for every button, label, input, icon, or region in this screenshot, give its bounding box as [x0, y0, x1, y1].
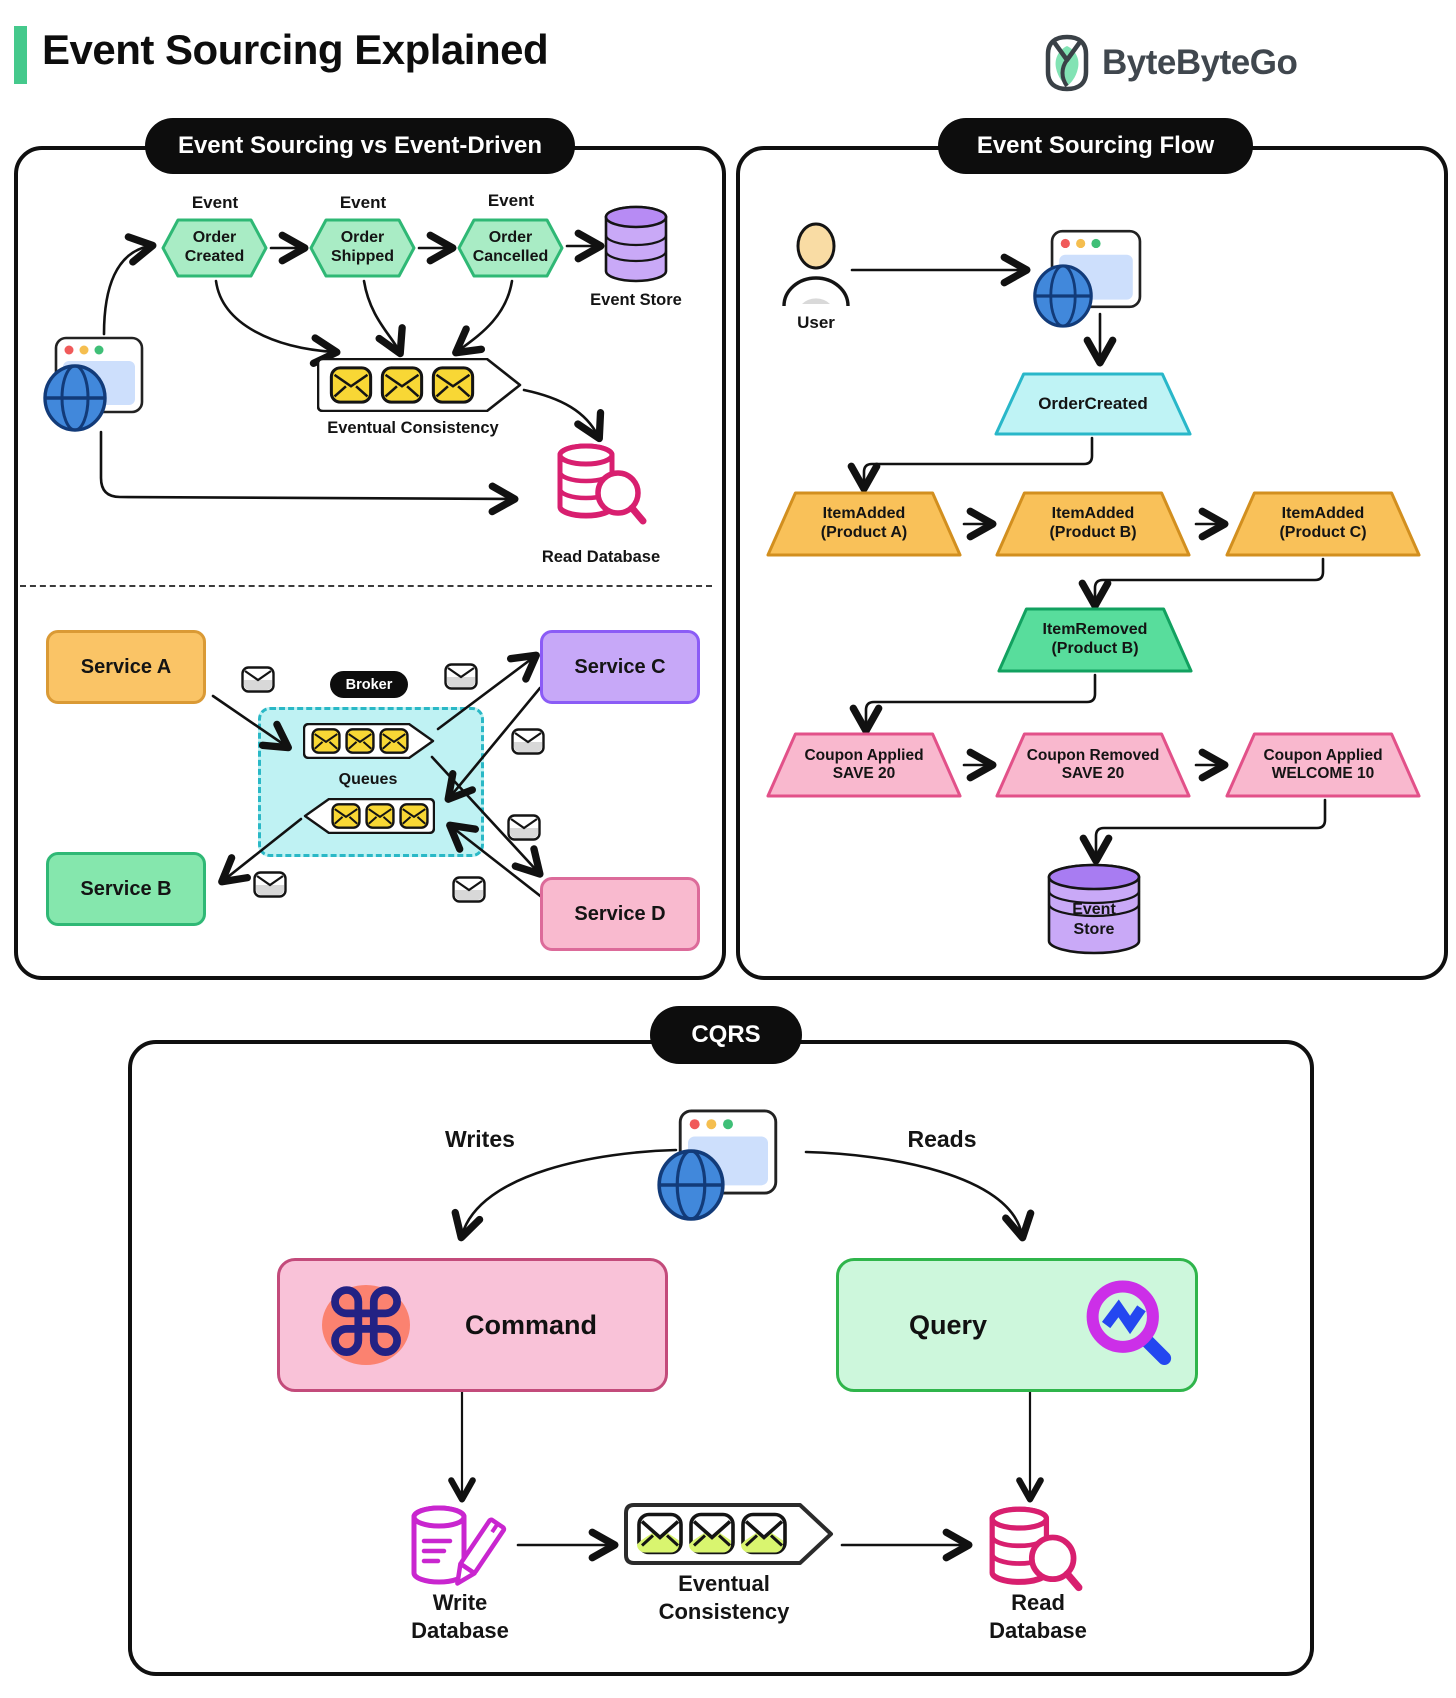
envelope-icon	[331, 803, 361, 829]
envelope-icon	[689, 1512, 735, 1555]
envelope-icon	[345, 728, 375, 754]
envelope-icon	[399, 803, 429, 829]
event-store-cylinder: Event Store	[1046, 862, 1142, 961]
message-envelope-icon	[507, 814, 541, 841]
message-envelope-icon	[241, 666, 275, 693]
node-item-removed: ItemRemoved(Product B)	[997, 607, 1193, 673]
envelope-icon	[741, 1512, 787, 1555]
globe-icon	[656, 1148, 726, 1227]
node-item-added-b: ItemAdded(Product B)	[995, 491, 1191, 557]
writes-label: Writes	[445, 1126, 515, 1152]
command-icon: ⌘	[322, 1271, 410, 1378]
event-label-3: Event	[487, 191, 535, 210]
user-icon	[780, 222, 852, 315]
message-envelope-icon	[511, 728, 545, 755]
envelope-icon	[365, 803, 395, 829]
node-order-created: OrderCreated	[994, 372, 1192, 436]
command-box: ⌘ Command	[277, 1258, 668, 1392]
envelope-icon	[431, 366, 475, 404]
message-envelope-icon	[444, 663, 478, 690]
message-envelope-icon	[253, 871, 287, 898]
service-c-box: Service C	[540, 630, 700, 704]
write-database-label: Write Database	[411, 1590, 509, 1643]
event-store-label: Event Store	[1072, 901, 1116, 938]
read-database-icon	[988, 1503, 1084, 1604]
query-magnifier-icon	[1086, 1280, 1172, 1366]
brand-name: ByteByteGo	[1102, 43, 1298, 82]
read-database-label: Read Database	[541, 548, 661, 566]
node-item-added-c: ItemAdded(Product C)	[1225, 491, 1421, 557]
query-label: Query	[909, 1309, 988, 1340]
title-accent-bar	[14, 26, 27, 84]
event-queue	[317, 358, 522, 412]
read-database-label: Read Database	[989, 1590, 1087, 1643]
reads-label: Reads	[907, 1126, 977, 1152]
queues-label: Queues	[338, 771, 398, 788]
page-title: Event Sourcing Explained	[42, 26, 549, 73]
broker-queue-in	[303, 798, 435, 834]
envelope-icon	[311, 728, 341, 754]
envelope-icon	[637, 1512, 683, 1555]
command-label: Command	[465, 1309, 598, 1340]
event-label-2: Event	[339, 193, 387, 212]
broker-pill: Broker	[330, 671, 408, 698]
query-box: Query	[836, 1258, 1198, 1392]
broker-queue-out	[303, 723, 435, 759]
node-item-added-a: ItemAdded(Product A)	[766, 491, 962, 557]
read-database-icon	[556, 440, 648, 537]
eventual-consistency-label: Eventual Consistency	[658, 1571, 790, 1624]
eventual-consistency-label: Eventual Consistency	[327, 419, 499, 437]
brand-logo: ByteByteGo	[1042, 34, 1298, 92]
envelope-icon	[380, 366, 424, 404]
section-divider	[20, 585, 712, 587]
panel-title-right: Event Sourcing Flow	[938, 118, 1253, 174]
service-b-box: Service B	[46, 852, 206, 926]
globe-icon	[1032, 264, 1094, 333]
envelope-icon	[379, 728, 409, 754]
bytebytego-icon	[1045, 34, 1089, 92]
write-database-icon	[410, 1503, 510, 1604]
panel-title-left: Event Sourcing vs Event-Driven	[145, 118, 575, 174]
event-label-1: Event	[191, 193, 239, 212]
event-store-label: Event Store	[590, 291, 682, 309]
user-label: User	[797, 313, 835, 332]
envelope-icon	[329, 366, 373, 404]
message-envelope-icon	[452, 876, 486, 903]
panel-title-cqrs: CQRS	[650, 1006, 802, 1064]
globe-icon	[42, 364, 108, 437]
service-d-box: Service D	[540, 877, 700, 951]
service-a-box: Service A	[46, 630, 206, 704]
eventual-consistency-queue	[624, 1503, 834, 1565]
event-store-cylinder	[604, 205, 668, 288]
